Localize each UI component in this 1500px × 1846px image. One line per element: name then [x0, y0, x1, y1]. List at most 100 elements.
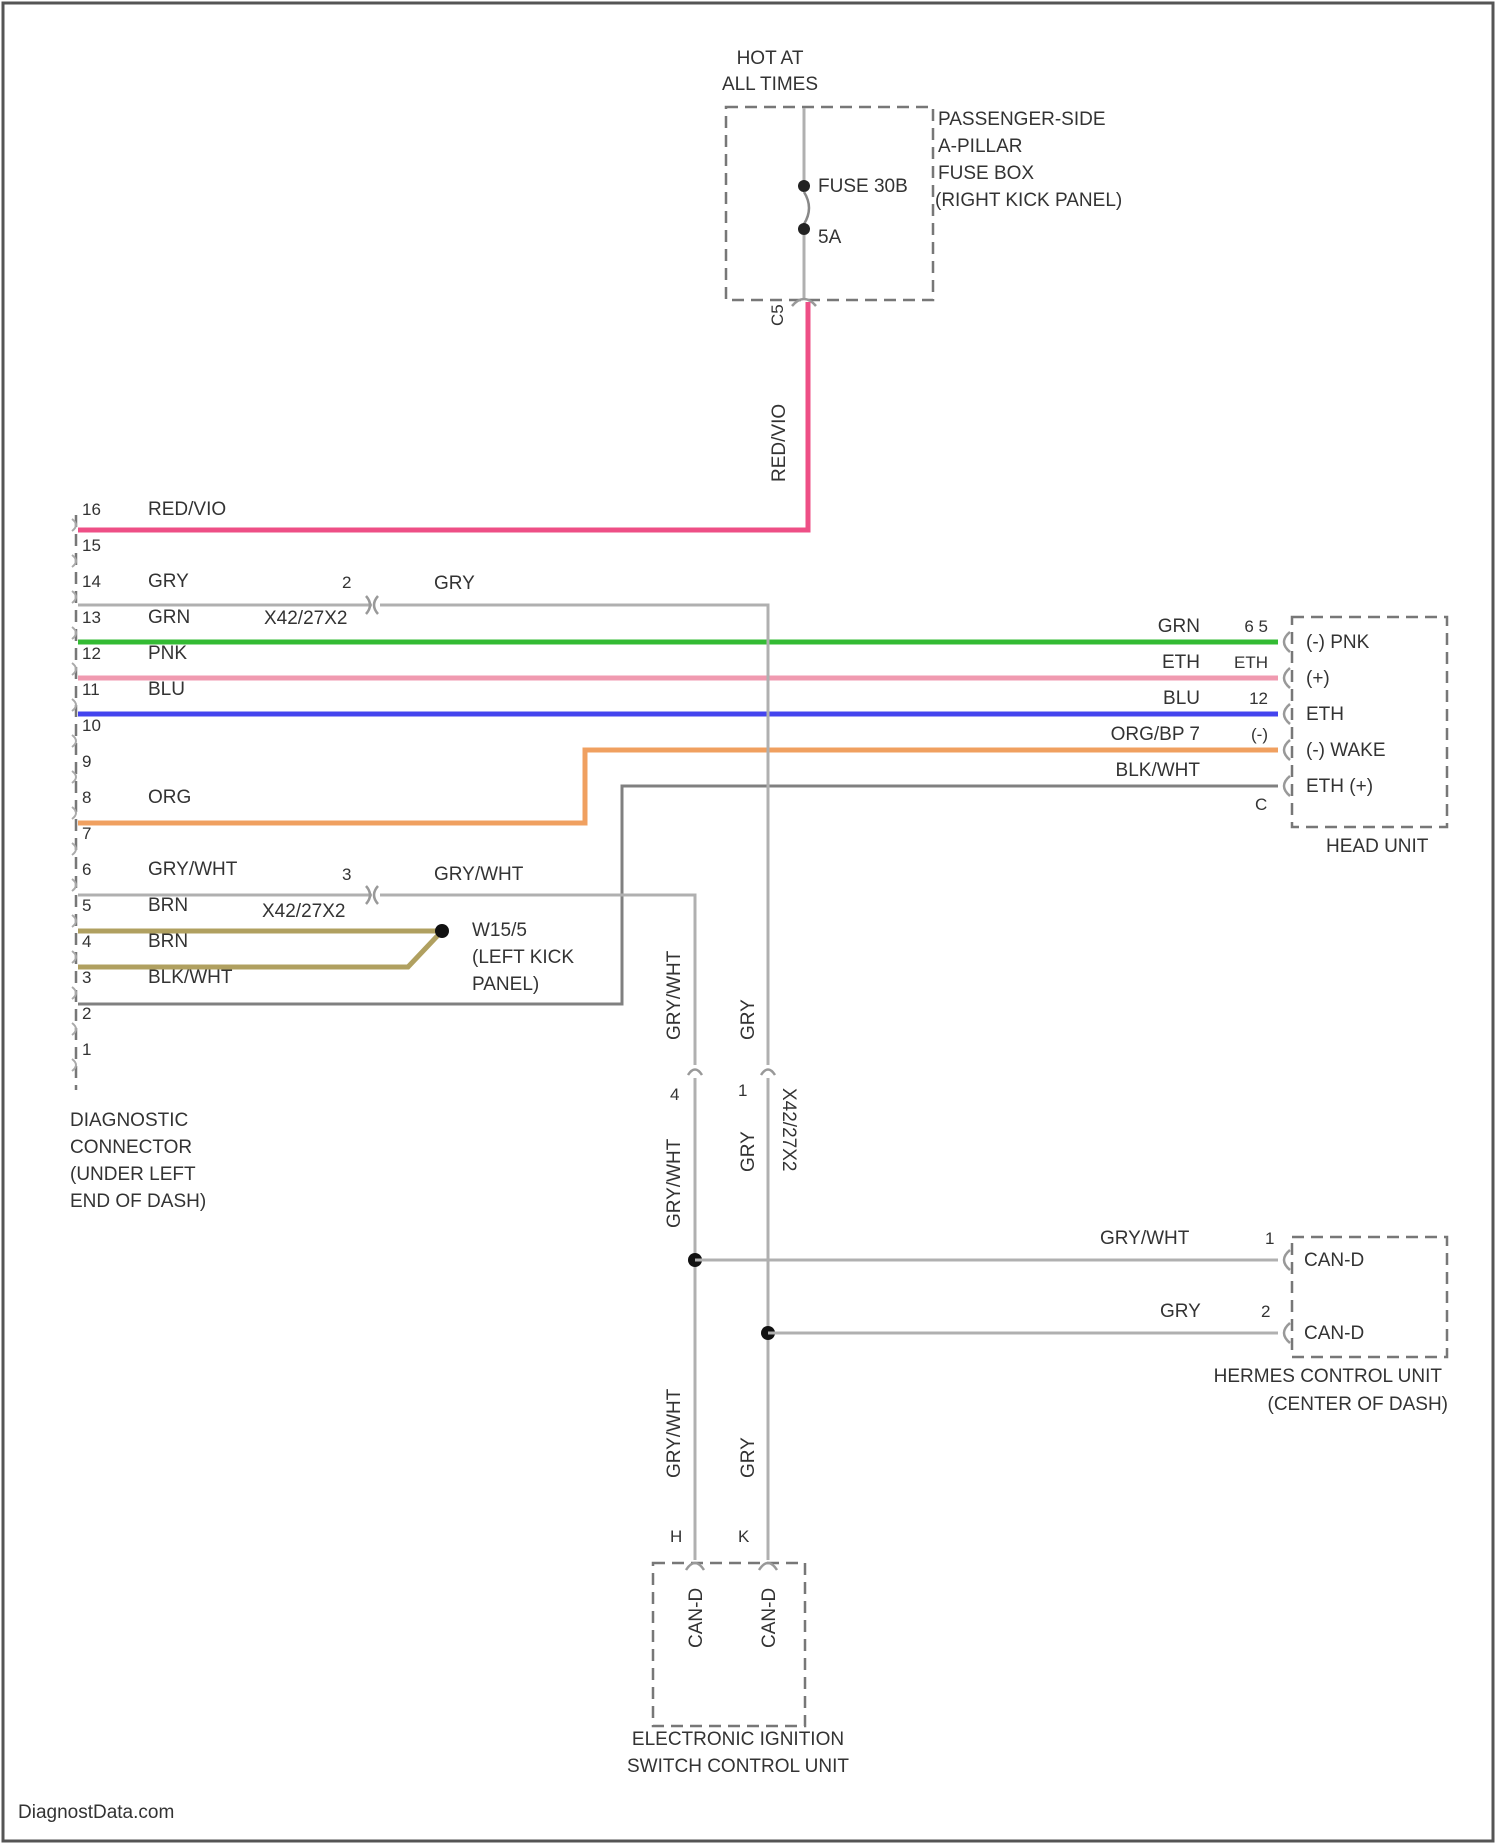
diagnostic-pin-number: 4 [82, 932, 91, 951]
inline-connector-lower-wire: GRY/WHT [434, 864, 524, 885]
diagnostic-pin-wire-color: GRY [148, 571, 189, 592]
hermes-wire-1: GRY/WHT [1100, 1228, 1190, 1249]
fuse-box-title-line2: A-PILLAR [938, 136, 1022, 157]
hermes-pin-1: 1 [1265, 1229, 1274, 1248]
diagnostic-pin-number: 8 [82, 788, 91, 807]
vertical-gry-lower: GRY [738, 1437, 759, 1478]
hermes-wire-2: GRY [1160, 1301, 1201, 1322]
head-unit-pin: ETH [1234, 653, 1268, 672]
wire-brn-pin4 [78, 931, 442, 967]
fuse-element-icon [804, 192, 809, 224]
head-unit-function: (+) [1306, 668, 1330, 689]
mid-connector-right-icon [761, 1070, 775, 1076]
diagnostic-pin-number: 12 [82, 644, 101, 663]
diagnostic-pin-wire-color: GRY/WHT [148, 859, 238, 880]
eis-pin-left: H [670, 1527, 682, 1546]
eis-pin-right: K [738, 1527, 750, 1546]
diagnostic-pin-wire-color: RED/VIO [148, 499, 226, 520]
diagnostic-pin-number: 7 [82, 824, 91, 843]
eis-outline [653, 1563, 805, 1726]
diagnostic-pin-number: 5 [82, 896, 91, 915]
diagnostic-pin-number: 1 [82, 1040, 91, 1059]
hermes-title-line1: HERMES CONTROL UNIT [1214, 1366, 1443, 1387]
diagnostic-pin-number: 16 [82, 500, 101, 519]
head-unit-pin: (-) [1251, 725, 1268, 744]
inline-connector-upper-id: X42/27X2 [264, 608, 347, 629]
fuse-box-title-line1: PASSENGER-SIDE [938, 109, 1106, 130]
eis-title-line2: SWITCH CONTROL UNIT [627, 1756, 849, 1777]
diagnostic-pin-number: 9 [82, 752, 91, 771]
ground-id-line2: (LEFT KICK [472, 947, 574, 968]
fuse-label: FUSE 30B [818, 176, 908, 197]
inline-connector-lower-pin: 3 [342, 865, 351, 884]
head-unit-function: (-) PNK [1306, 632, 1370, 653]
hermes-title-line2: (CENTER OF DASH) [1268, 1394, 1449, 1415]
mid-connector-pin-right: 1 [738, 1081, 747, 1100]
wire-gry-trunk-upper [380, 605, 768, 1065]
diagnostic-connector-title-line4: END OF DASH) [70, 1191, 206, 1212]
diagnostic-pin-number: 13 [82, 608, 101, 627]
ground-id-line1: W15/5 [472, 920, 527, 941]
power-label-line1: HOT AT [737, 48, 804, 69]
diagnostic-connector-title-line1: DIAGNOSTIC [70, 1110, 188, 1131]
fuse-box-outline [726, 107, 933, 300]
diagnostic-connector-title-line3: (UNDER LEFT [70, 1164, 196, 1185]
ground-splice-icon [435, 924, 449, 938]
ground-id-line3: PANEL) [472, 974, 539, 995]
hermes-pin1-connector-icon [1284, 1250, 1290, 1270]
diagnostic-pin-number: 15 [82, 536, 101, 555]
head-unit-connector-icon [1284, 740, 1290, 760]
diagnostic-pin-wire-color: ORG [148, 787, 191, 808]
mid-connector-pin-left: 4 [670, 1085, 679, 1104]
diagnostic-pin-number: 2 [82, 1004, 91, 1023]
fuse-terminal-bottom [798, 223, 810, 235]
head-unit-connector-icon [1284, 632, 1290, 652]
vertical-gry-upper: GRY [738, 999, 759, 1040]
mid-connector-left-icon [688, 1070, 702, 1076]
head-unit-wire-color: BLU [1163, 688, 1200, 709]
vertical-gry-wht-upper: GRY/WHT [664, 950, 685, 1040]
footer-watermark: DiagnostData.com [18, 1802, 174, 1824]
diagnostic-pin-number: 3 [82, 968, 91, 987]
diagnostic-pin-wire-color: BRN [148, 931, 188, 952]
fuse-wire-color-label: RED/VIO [769, 404, 790, 482]
vertical-gry-mid: GRY [738, 1131, 759, 1172]
head-unit-function: (-) WAKE [1306, 740, 1386, 761]
vertical-gry-wht-lower: GRY/WHT [664, 1388, 685, 1478]
vertical-conn-mid: X42/27X2 [778, 1088, 799, 1171]
eis-func-left: CAN-D [686, 1588, 707, 1648]
diagnostic-pin-wire-color: BLU [148, 679, 185, 700]
hermes-func-1: CAN-D [1304, 1250, 1364, 1271]
head-unit-function: ETH (+) [1306, 776, 1373, 797]
hermes-pin-2: 2 [1261, 1302, 1270, 1321]
vertical-gry-wht-mid: GRY/WHT [664, 1138, 685, 1228]
head-unit-pin: 12 [1249, 689, 1268, 708]
diagnostic-pin-number: 14 [82, 572, 101, 591]
diagnostic-pin-wire-color: BRN [148, 895, 188, 916]
inline-connector-lower-id: X42/27X2 [262, 901, 345, 922]
diagram-frame [3, 3, 1493, 1841]
head-unit-connector-icon [1284, 668, 1290, 688]
eis-title-line1: ELECTRONIC IGNITION [632, 1729, 844, 1750]
head-unit-wire-color: ETH [1162, 652, 1200, 673]
head-unit-title: HEAD UNIT [1326, 836, 1429, 857]
head-unit-function: ETH [1306, 704, 1344, 725]
hermes-func-2: CAN-D [1304, 1323, 1364, 1344]
fuse-box-pin-label: C5 [768, 304, 787, 326]
wire-red-vio [78, 302, 808, 530]
head-unit-pin-c: C [1255, 795, 1267, 814]
diagnostic-pin-number: 6 [82, 860, 91, 879]
diagnostic-pin-number: 11 [82, 680, 100, 699]
diagnostic-pin-wire-color: BLK/WHT [148, 967, 233, 988]
fuse-terminal-top [798, 180, 810, 192]
diagnostic-connector-title-line2: CONNECTOR [70, 1137, 192, 1158]
head-unit-connector-icon [1284, 776, 1290, 796]
inline-connector-upper-pin: 2 [342, 573, 351, 592]
power-label-line2: ALL TIMES [722, 74, 818, 95]
fuse-rating: 5A [818, 227, 842, 248]
inline-connector-upper-wire: GRY [434, 573, 475, 594]
head-unit-wire-color: GRN [1158, 616, 1200, 637]
head-unit-wire-color: BLK/WHT [1116, 760, 1201, 781]
